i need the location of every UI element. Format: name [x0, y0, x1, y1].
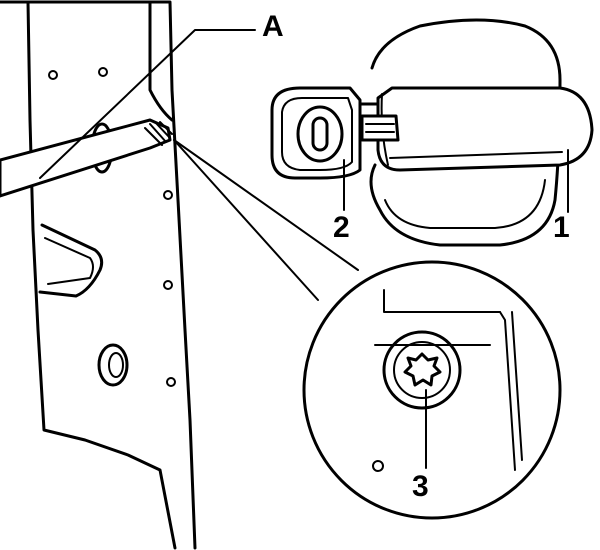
- screwdriver-tool: [0, 118, 173, 198]
- magnified-detail: [302, 260, 562, 520]
- leader-line-a: [39, 29, 256, 179]
- callout-a: A: [262, 10, 284, 43]
- door-handle-assembly: [270, 18, 594, 247]
- torx-screw-icon: [403, 352, 442, 387]
- callout-3: 3: [412, 470, 429, 503]
- magnifier-cone-line-lower: [173, 139, 319, 301]
- door-panel: [0, 0, 197, 550]
- magnifier-cone-line-upper: [173, 139, 359, 271]
- callout-1: 1: [553, 211, 570, 244]
- callout-2: 2: [333, 211, 350, 244]
